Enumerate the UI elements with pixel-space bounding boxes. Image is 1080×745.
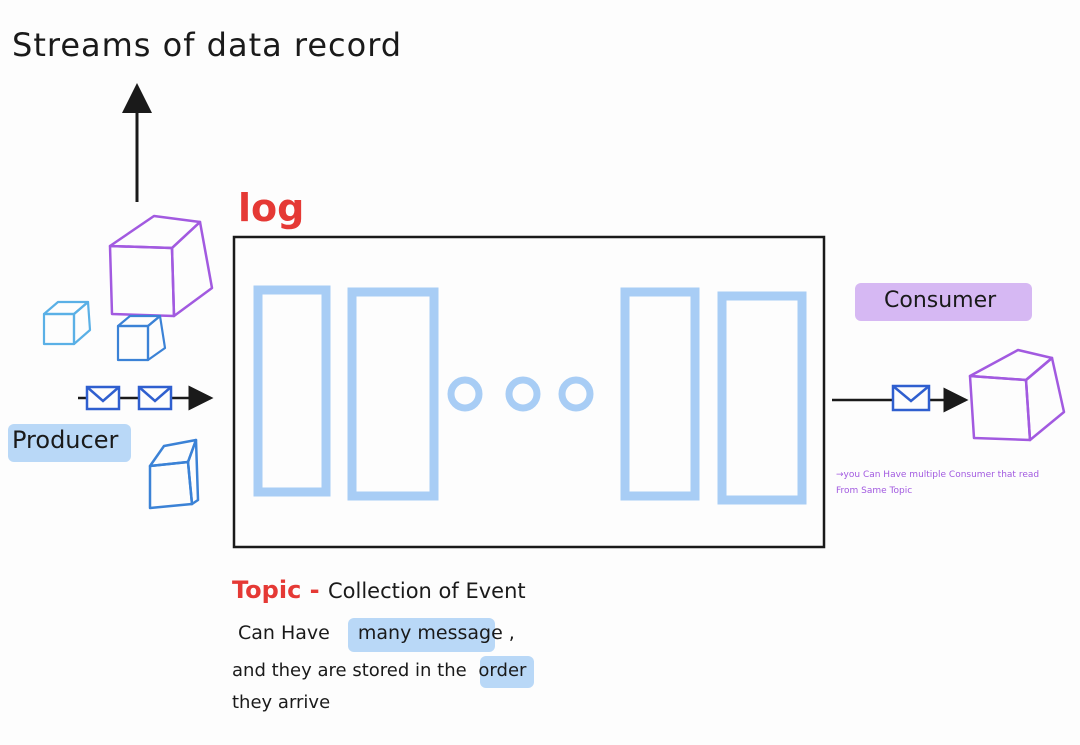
small-cube-icon (42, 300, 92, 346)
topic-line-3: and they are stored in the order (232, 660, 526, 681)
line2-suffix: , (508, 622, 515, 644)
log-segment (717, 291, 807, 505)
producer-label: Producer (12, 426, 119, 454)
envelope-icon (137, 385, 173, 411)
envelope-icon (85, 385, 121, 411)
topic-definition-line: Topic - Collection of Event (232, 576, 526, 604)
consumer-note-line1: →you Can Have multiple Consumer that rea… (836, 470, 1040, 480)
ellipsis-circle-icon (558, 376, 594, 412)
log-segment (347, 287, 439, 501)
ellipsis-circle-icon (447, 376, 483, 412)
consumer-highlight (855, 283, 1032, 321)
diagram-heading: Streams of data record (12, 26, 403, 64)
line2-highlight: many message (357, 622, 503, 644)
purple-cube-icon (108, 214, 214, 318)
order-highlight (480, 656, 534, 688)
many-message-highlight (348, 618, 495, 652)
line3-highlight: order (478, 660, 527, 681)
topic-line-2: Can Have many message, (238, 622, 515, 644)
topic-term: Topic (232, 576, 302, 604)
ellipsis-circle-icon (505, 376, 541, 412)
topic-dash: - (301, 576, 328, 604)
topic-line-4: they arrive (232, 692, 331, 713)
lower-cube-icon (148, 438, 200, 510)
line2-prefix: Can Have (238, 622, 330, 644)
log-box (232, 235, 826, 549)
small-cube-icon (116, 314, 167, 362)
line3-prefix: and they are stored in the (232, 660, 467, 681)
log-segment (620, 287, 700, 501)
log-label: log (238, 186, 305, 230)
topic-definition: Collection of Event (327, 579, 526, 603)
envelope-icon (891, 384, 931, 412)
consumer-cube-icon (968, 348, 1066, 442)
log-segment (253, 285, 331, 497)
consumer-note-line2: From Same Topic (836, 486, 913, 496)
consumer-label: Consumer (884, 288, 997, 313)
producer-highlight (8, 424, 131, 462)
